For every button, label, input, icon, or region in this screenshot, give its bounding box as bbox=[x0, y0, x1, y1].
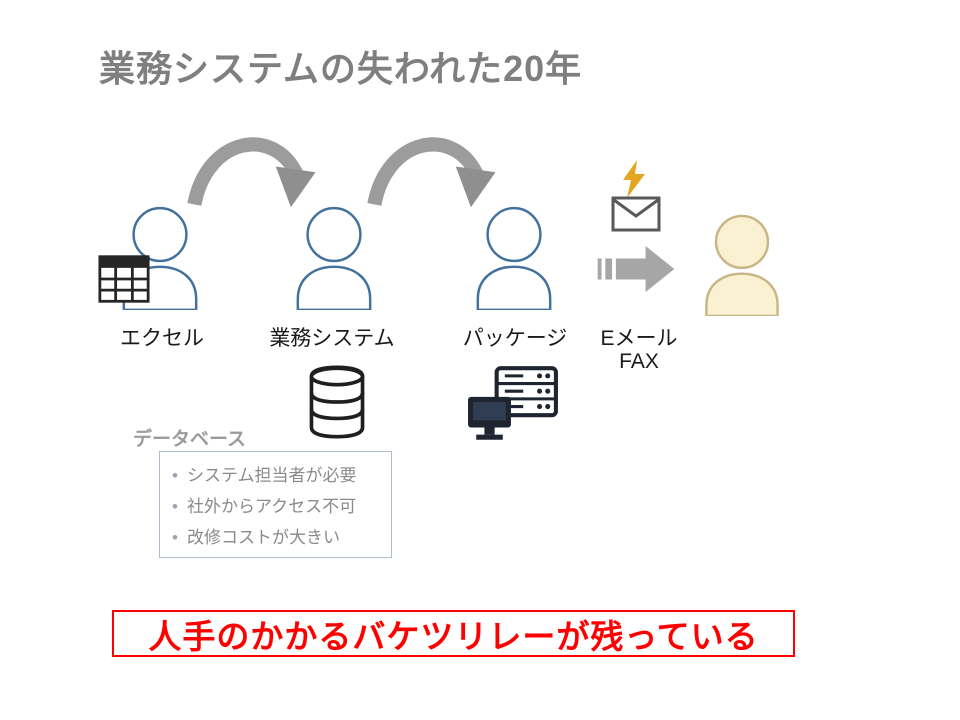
person-icon bbox=[290, 206, 378, 310]
spreadsheet-grid-icon bbox=[98, 254, 150, 304]
issues-box: • システム担当者が必要 • 社外からアクセス不可 • 改修コストが大きい bbox=[159, 451, 392, 558]
issue-text: 改修コストが大きい bbox=[186, 528, 340, 547]
actor-label-fax: FAX bbox=[619, 350, 659, 373]
database-cylinder-icon bbox=[306, 364, 368, 440]
person-icon bbox=[470, 206, 558, 310]
actor-label-excel: エクセル bbox=[120, 327, 204, 350]
bullet-icon: • bbox=[172, 497, 178, 516]
issue-text: システム担当者が必要 bbox=[186, 466, 357, 485]
curved-arrow-icon bbox=[363, 126, 505, 208]
server-monitor-icon bbox=[466, 366, 560, 444]
list-item: • 改修コストが大きい bbox=[172, 522, 381, 553]
curved-arrow-icon bbox=[183, 126, 325, 208]
striped-right-arrow-icon bbox=[597, 246, 675, 292]
actor-label-package: パッケージ bbox=[462, 327, 568, 350]
actor-label-business-system: 業務システム bbox=[269, 327, 395, 350]
conclusion-banner: 人手のかかるバケツリレーが残っている bbox=[112, 610, 795, 657]
database-label: データベース bbox=[133, 429, 247, 450]
lightning-bolt-icon bbox=[621, 160, 647, 198]
bullet-icon: • bbox=[172, 466, 178, 485]
bullet-icon: • bbox=[172, 528, 178, 547]
actor-label-email: Eメール bbox=[600, 327, 678, 350]
envelope-icon bbox=[611, 196, 661, 232]
page-title: 業務システムの失われた20年 bbox=[99, 48, 583, 89]
list-item: • システム担当者が必要 bbox=[172, 460, 381, 491]
list-item: • 社外からアクセス不可 bbox=[172, 491, 381, 522]
person-filled-icon bbox=[698, 214, 786, 316]
issue-text: 社外からアクセス不可 bbox=[186, 497, 357, 516]
